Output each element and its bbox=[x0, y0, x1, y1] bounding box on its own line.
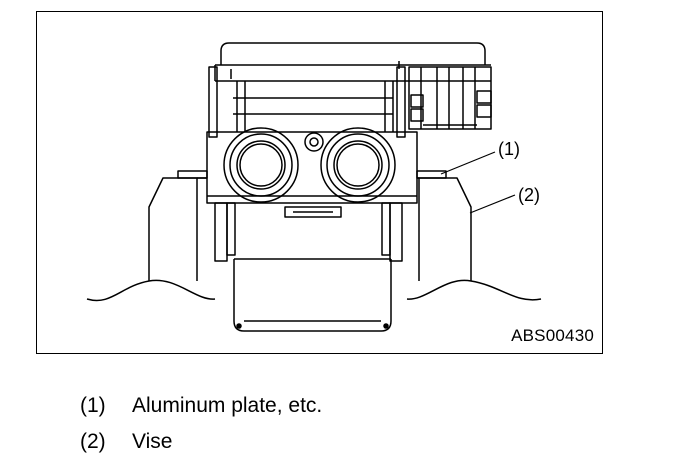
figure-code: ABS00430 bbox=[511, 326, 594, 345]
legend-text: Vise bbox=[132, 430, 173, 453]
callout-2: (2) bbox=[518, 185, 540, 205]
legend-number: (1) bbox=[80, 394, 106, 417]
leader-line-2 bbox=[469, 194, 516, 214]
vise-jaws bbox=[148, 177, 472, 281]
abs-unit-in-vise-illustration bbox=[86, 42, 542, 332]
port-left bbox=[223, 127, 299, 203]
callout-1: (1) bbox=[498, 139, 520, 159]
break-lines bbox=[86, 279, 542, 302]
aluminum-plates bbox=[177, 170, 447, 179]
legend-text: Aluminum plate, etc. bbox=[132, 394, 323, 417]
legend-item: (2) Vise bbox=[80, 424, 322, 460]
legend-item: (1) Aluminum plate, etc. bbox=[80, 388, 322, 424]
leader-line-1 bbox=[440, 151, 496, 175]
legend-number: (2) bbox=[80, 430, 106, 453]
legend: (1) Aluminum plate, etc. (2) Vise bbox=[80, 388, 322, 460]
connector-assembly bbox=[408, 66, 492, 130]
unit-lower-block bbox=[233, 206, 392, 332]
unit-upper-housing bbox=[208, 42, 491, 138]
figure-frame: (1) (2) ABS00430 bbox=[36, 11, 603, 354]
port-right bbox=[320, 127, 396, 203]
unit-main-block bbox=[206, 127, 418, 204]
callout-leaders bbox=[440, 151, 516, 214]
